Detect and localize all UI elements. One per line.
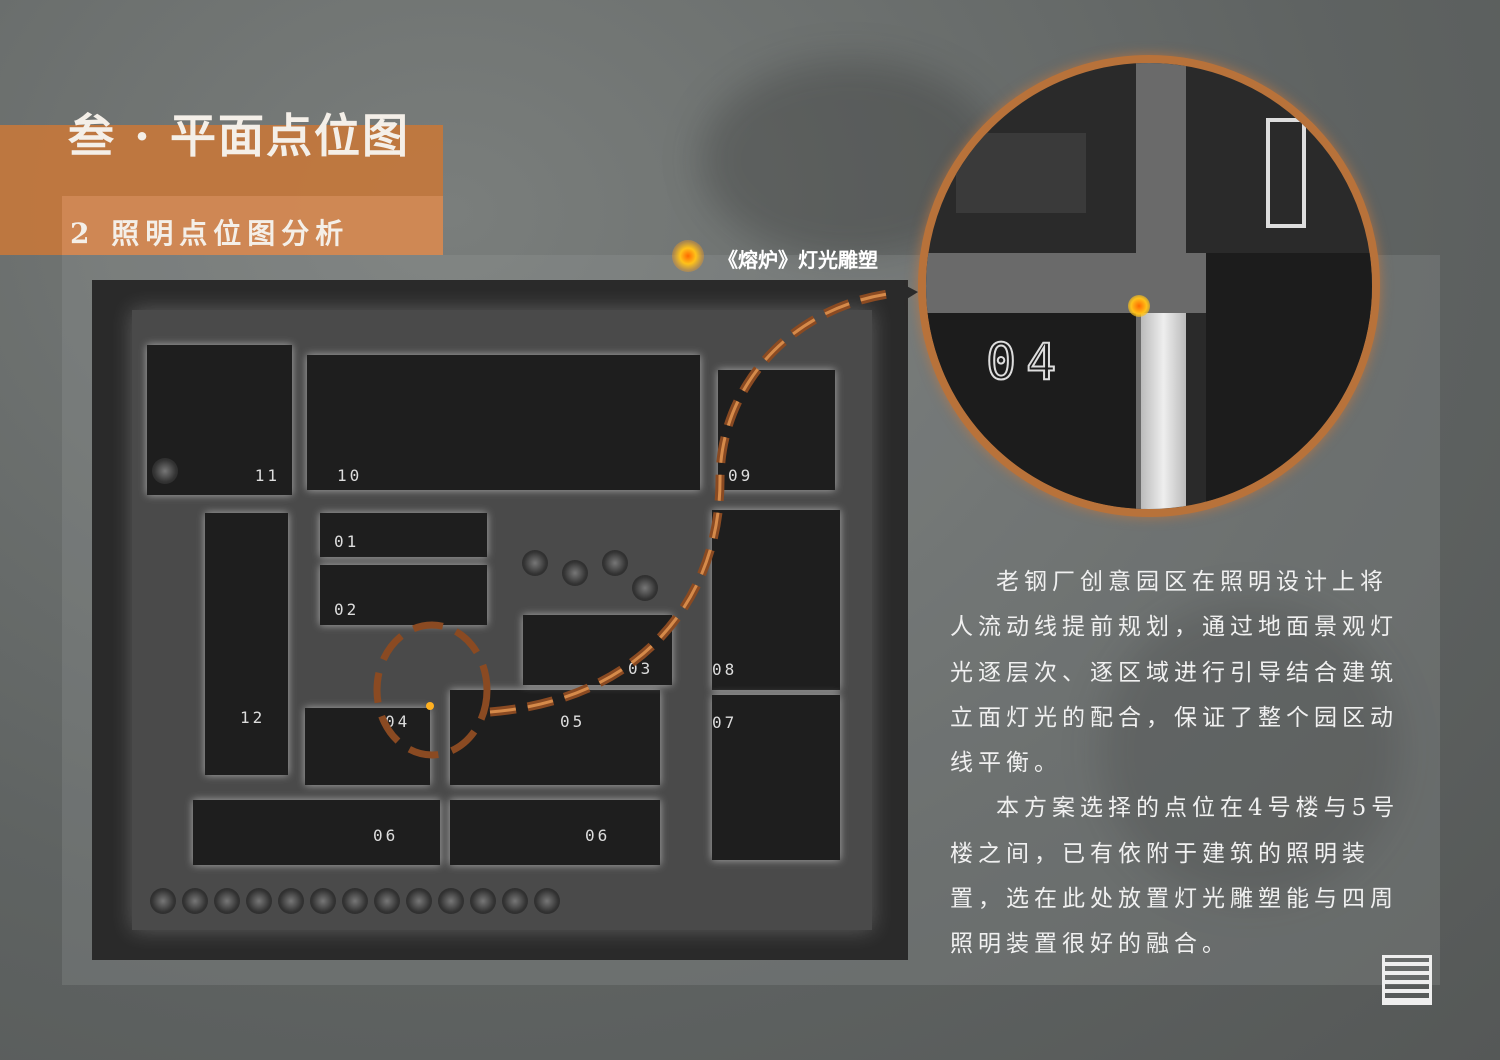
- tree: [182, 888, 208, 914]
- background-stain: [1100, 600, 1400, 900]
- tree: [562, 560, 588, 586]
- detail-light-fixture: [1266, 118, 1306, 228]
- tree: [374, 888, 400, 914]
- description-text: 老钢厂创意园区在照明设计上将人流动线提前规划，通过地面景观灯光逐层次、逐区域进行…: [950, 560, 1405, 968]
- building-06-west: 06: [193, 800, 440, 865]
- detail-building-label: 04: [985, 332, 1067, 392]
- tree: [470, 888, 496, 914]
- seal-logo-icon: [1382, 955, 1432, 1005]
- detail-sculpture-icon: [1128, 295, 1150, 317]
- building-06-east: 06: [450, 800, 660, 865]
- highlight-circle: [373, 621, 491, 759]
- tree: [534, 888, 560, 914]
- connector-arrow-highlight: [489, 290, 906, 714]
- tree: [310, 888, 336, 914]
- site-plan: 11 10 09 01 02 12 04 05 03 08 07 06 06: [92, 280, 908, 960]
- description-paragraph: 本方案选择的点位在4号楼与5号楼之间，已有依附于建筑的照明装置，选在此处放置灯光…: [950, 795, 1400, 958]
- detail-plaza: [956, 133, 1086, 213]
- tree: [632, 575, 658, 601]
- tree: [214, 888, 240, 914]
- sculpture-light-icon: [672, 240, 704, 272]
- subtitle-band: [62, 196, 443, 255]
- sculpture-point-icon: [426, 702, 434, 710]
- tree: [502, 888, 528, 914]
- building-09: 09: [718, 370, 835, 490]
- tree: [438, 888, 464, 914]
- page-title: 叁 · 平面点位图: [68, 109, 411, 163]
- tree: [406, 888, 432, 914]
- tree: [522, 550, 548, 576]
- connector-arrow: [489, 287, 906, 717]
- sculpture-callout-label: 《熔炉》灯光雕塑: [718, 248, 878, 272]
- building-08: 08: [712, 510, 840, 690]
- tree: [150, 888, 176, 914]
- detail-light-path: [1141, 313, 1186, 509]
- building-01: 01: [320, 513, 487, 557]
- section-subtitle: 2 照明点位图分析: [70, 217, 350, 250]
- building-04: 04: [305, 708, 430, 785]
- magnified-detail: 04: [918, 55, 1380, 517]
- description-paragraph: 老钢厂创意园区在照明设计上将人流动线提前规划，通过地面景观灯光逐层次、逐区域进行…: [950, 569, 1398, 777]
- arrow-head-icon: [895, 280, 918, 305]
- detail-building-04: [926, 313, 1136, 509]
- tree: [342, 888, 368, 914]
- tree: [278, 888, 304, 914]
- building-12: 12: [205, 513, 288, 775]
- detail-building-05: [1206, 253, 1372, 509]
- building-07: 07: [712, 695, 840, 860]
- tree: [602, 550, 628, 576]
- building-10: 10: [307, 355, 700, 490]
- tree: [152, 458, 178, 484]
- building-02: 02: [320, 565, 487, 625]
- tree: [246, 888, 272, 914]
